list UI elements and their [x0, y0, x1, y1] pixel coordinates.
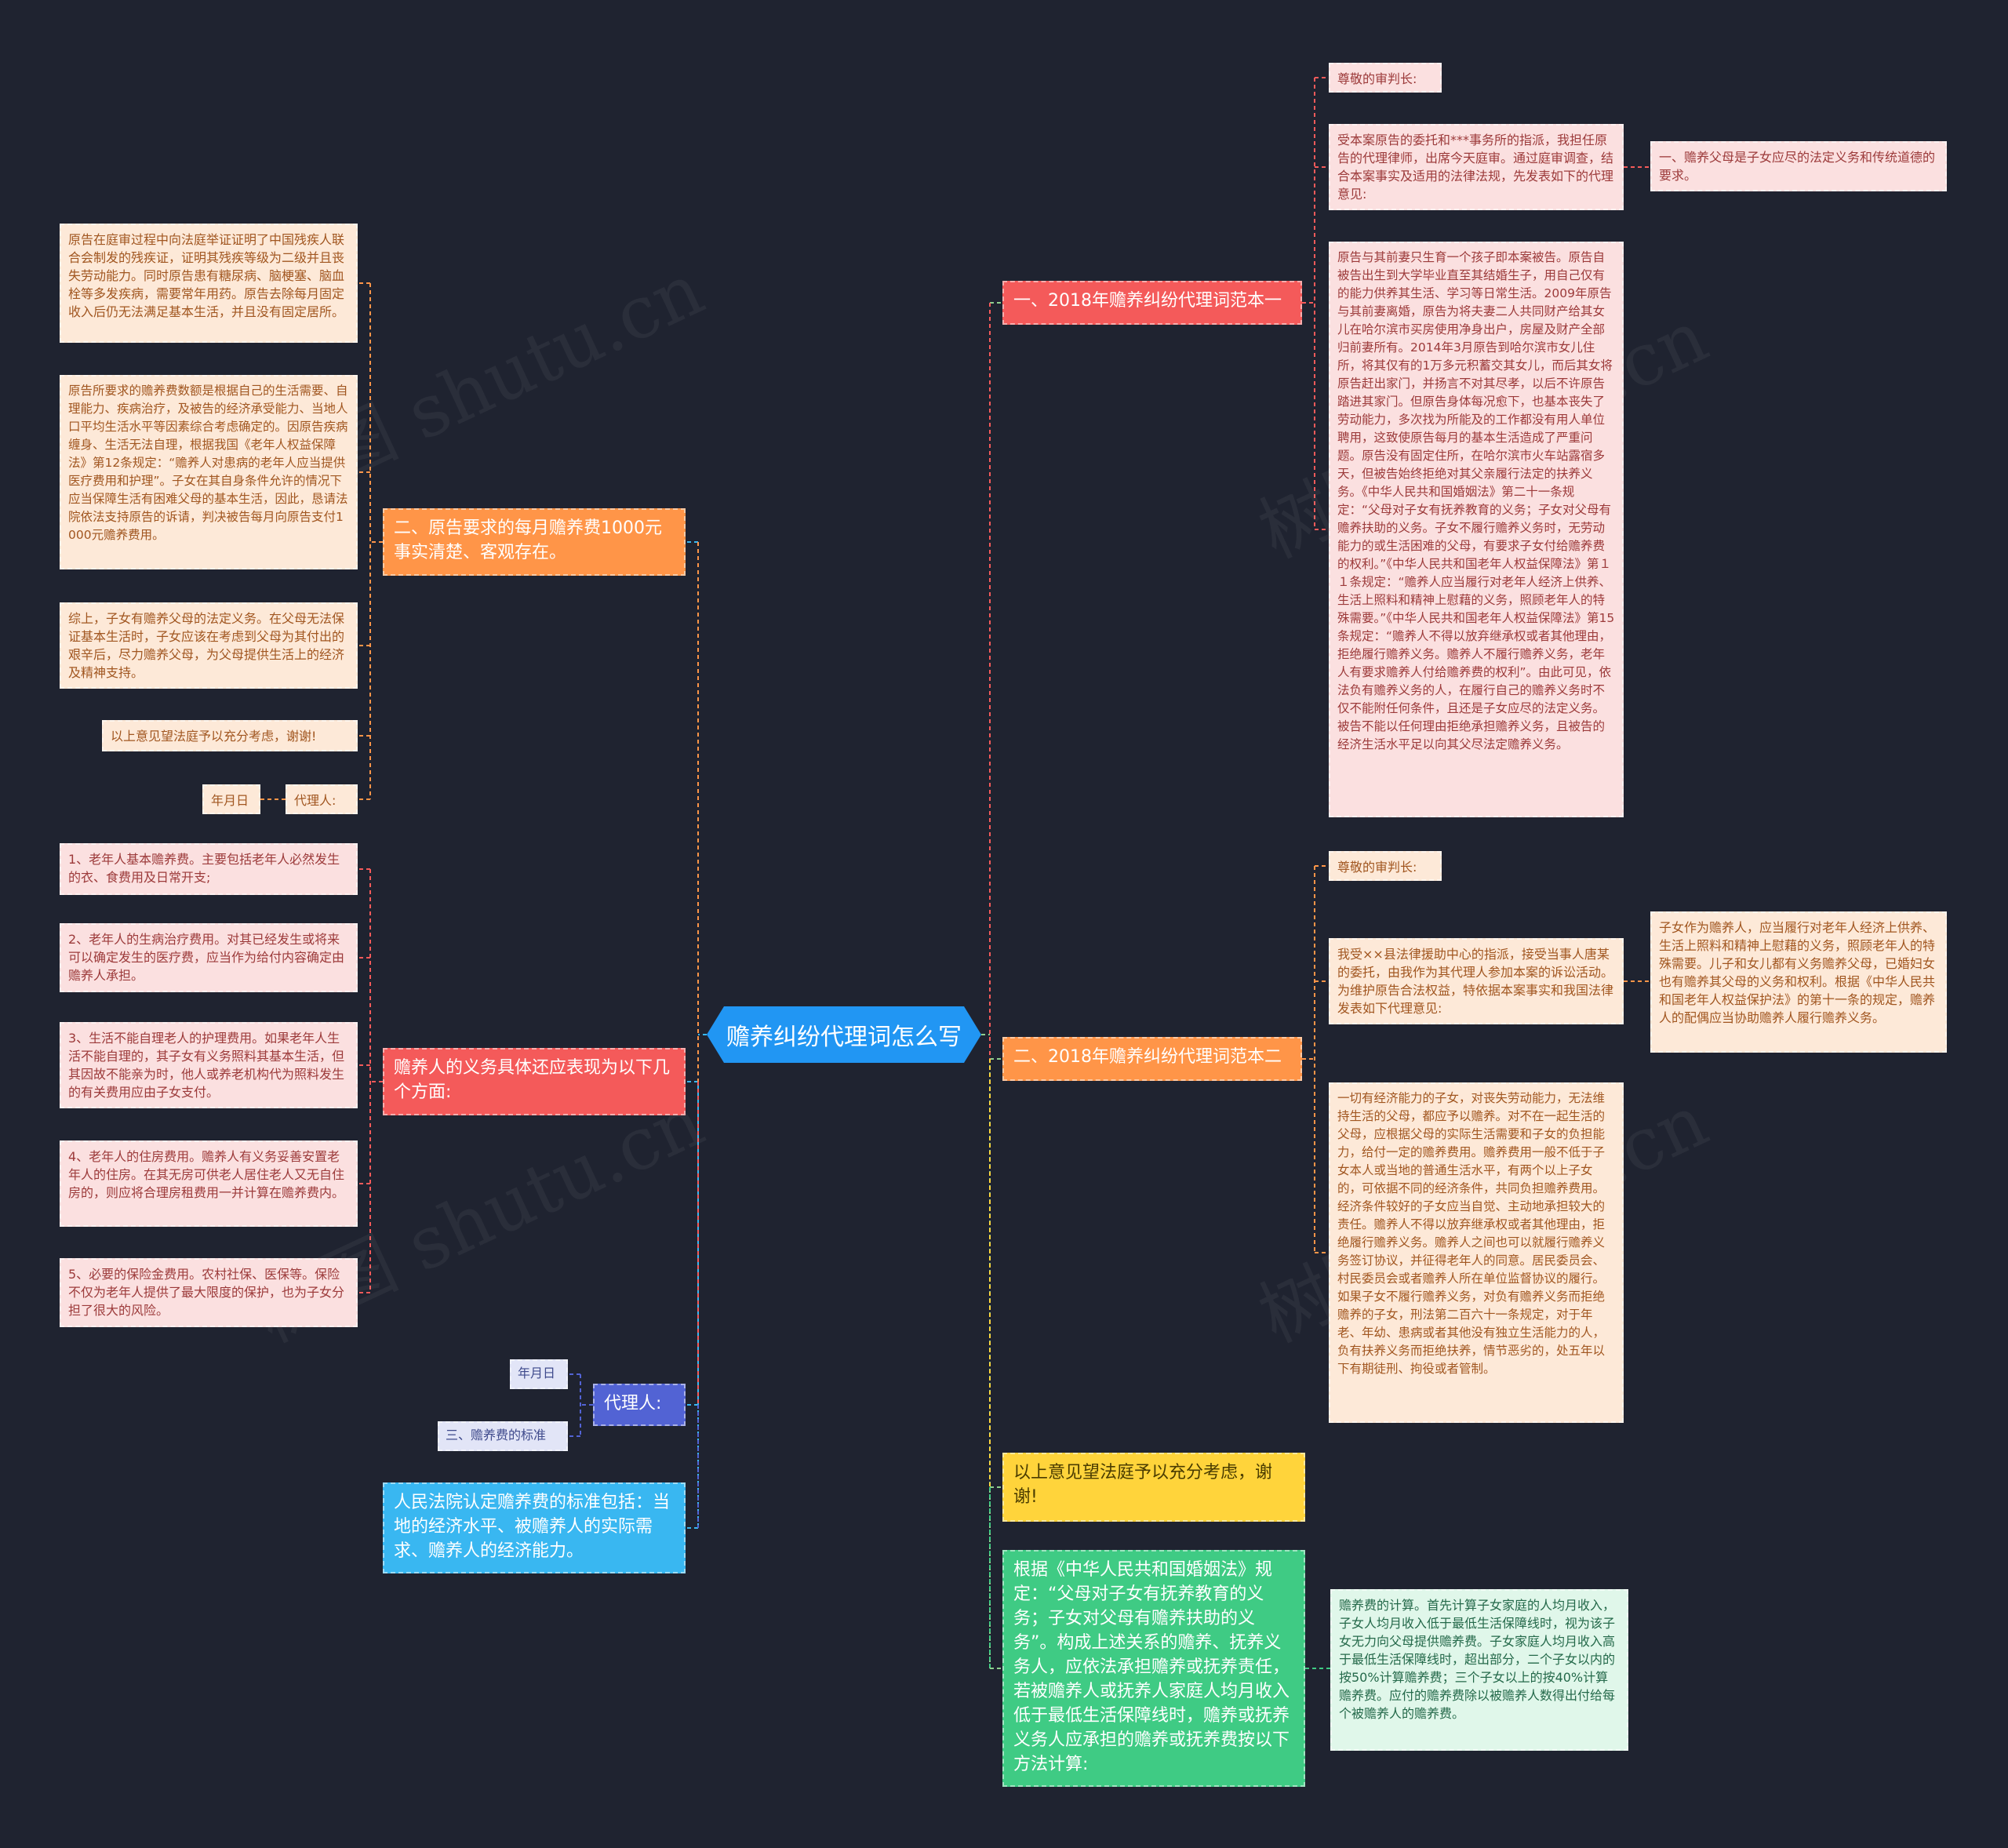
central-topic[interactable]: 赡养纠纷代理词怎么写: [707, 1006, 981, 1063]
branch-monthly-alimony[interactable]: 二、原告要求的每月赡养费1000元事实清楚、客观存在。: [383, 508, 686, 576]
branch-marriage-law[interactable]: 根据《中华人民共和国婚姻法》规定：“父母对子女有抚养教育的义务；子女对父母有赡养…: [1002, 1550, 1305, 1787]
facts-one[interactable]: 原告与其前妻只生育一个孩子即本案被告。原告自被告出生到大学毕业直至其结婚生子，用…: [1329, 242, 1624, 817]
agent-date[interactable]: 年月日: [510, 1359, 568, 1389]
intro-one-child[interactable]: 一、赡养父母是子女应尽的法定义务和传统道德的要求。: [1650, 141, 1947, 191]
obligation-basic[interactable]: 1、老年人基本赡养费。主要包括老年人必然发生的衣、食费用及日常开支;: [60, 843, 358, 895]
agent-label[interactable]: 代理人:: [286, 784, 358, 814]
branch-obligations[interactable]: 赡养人的义务具体还应表现为以下几个方面:: [383, 1048, 686, 1115]
branch-closing[interactable]: 以上意见望法庭予以充分考虑，谢谢!: [1002, 1453, 1305, 1522]
body-two[interactable]: 一切有经济能力的子女，对丧失劳动能力，无法维持生活的父母，都应予以赡养。对不在一…: [1329, 1082, 1624, 1423]
alimony-standard[interactable]: 三、赡养费的标准: [438, 1421, 568, 1451]
alimony-calculation[interactable]: 赡养费的计算。首先计算子女家庭的人均月收入，子女人均月收入低于最低生活保障线时，…: [1330, 1589, 1628, 1751]
obligation-nursing[interactable]: 3、生活不能自理老人的护理费用。如果老年人生活不能自理的，其子女有义务照料其基本…: [60, 1022, 358, 1108]
greeting-two[interactable]: 尊敬的审判长:: [1329, 851, 1442, 881]
intro-two[interactable]: 我受××县法律援助中心的指派，接受当事人唐某的委托，由我作为其代理人参加本案的诉…: [1329, 938, 1624, 1024]
branch-court-standard[interactable]: 人民法院认定赡养费的标准包括：当地的经济水平、被赡养人的实际需求、赡养人的经济能…: [383, 1482, 686, 1573]
alimony-amount-basis[interactable]: 原告所要求的赡养费数额是根据自己的生活需要、自理能力、疾病治疗，及被告的经济承受…: [60, 375, 358, 569]
branch-agent[interactable]: 代理人:: [593, 1384, 686, 1426]
greeting-one[interactable]: 尊敬的审判长:: [1329, 63, 1442, 93]
intro-one[interactable]: 受本案原告的委托和***事务所的指派，我担任原告的代理律师，出席今天庭审。通过庭…: [1329, 124, 1624, 210]
branch-template-one[interactable]: 一、2018年赡养纠纷代理词范本一: [1002, 281, 1302, 325]
closing-remark[interactable]: 以上意见望法庭予以充分考虑，谢谢!: [102, 720, 358, 751]
intro-two-child[interactable]: 子女作为赡养人，应当履行对老年人经济上供养、生活上照料和精神上慰藉的义务，照顾老…: [1650, 911, 1947, 1053]
obligation-insurance[interactable]: 5、必要的保险金费用。农村社保、医保等。保险不仅为老年人提供了最大限度的保护，也…: [60, 1258, 358, 1327]
obligation-medical[interactable]: 2、老年人的生病治疗费用。对其已经发生或将来可以确定发生的医疗费，应当作为给付内…: [60, 923, 358, 992]
date-label[interactable]: 年月日: [202, 784, 260, 814]
summary-obligation[interactable]: 综上，子女有赡养父母的法定义务。在父母无法保证基本生活时，子女应该在考虑到父母为…: [60, 602, 358, 689]
evidence-disability[interactable]: 原告在庭审过程中向法庭举证证明了中国残疾人联合会制发的残疾证，证明其残疾等级为二…: [60, 224, 358, 343]
obligation-housing[interactable]: 4、老年人的住房费用。赡养人有义务妥善安置老年人的住房。在其无房可供老人居住老人…: [60, 1140, 358, 1227]
branch-template-two[interactable]: 二、2018年赡养纠纷代理词范本二: [1002, 1037, 1302, 1081]
